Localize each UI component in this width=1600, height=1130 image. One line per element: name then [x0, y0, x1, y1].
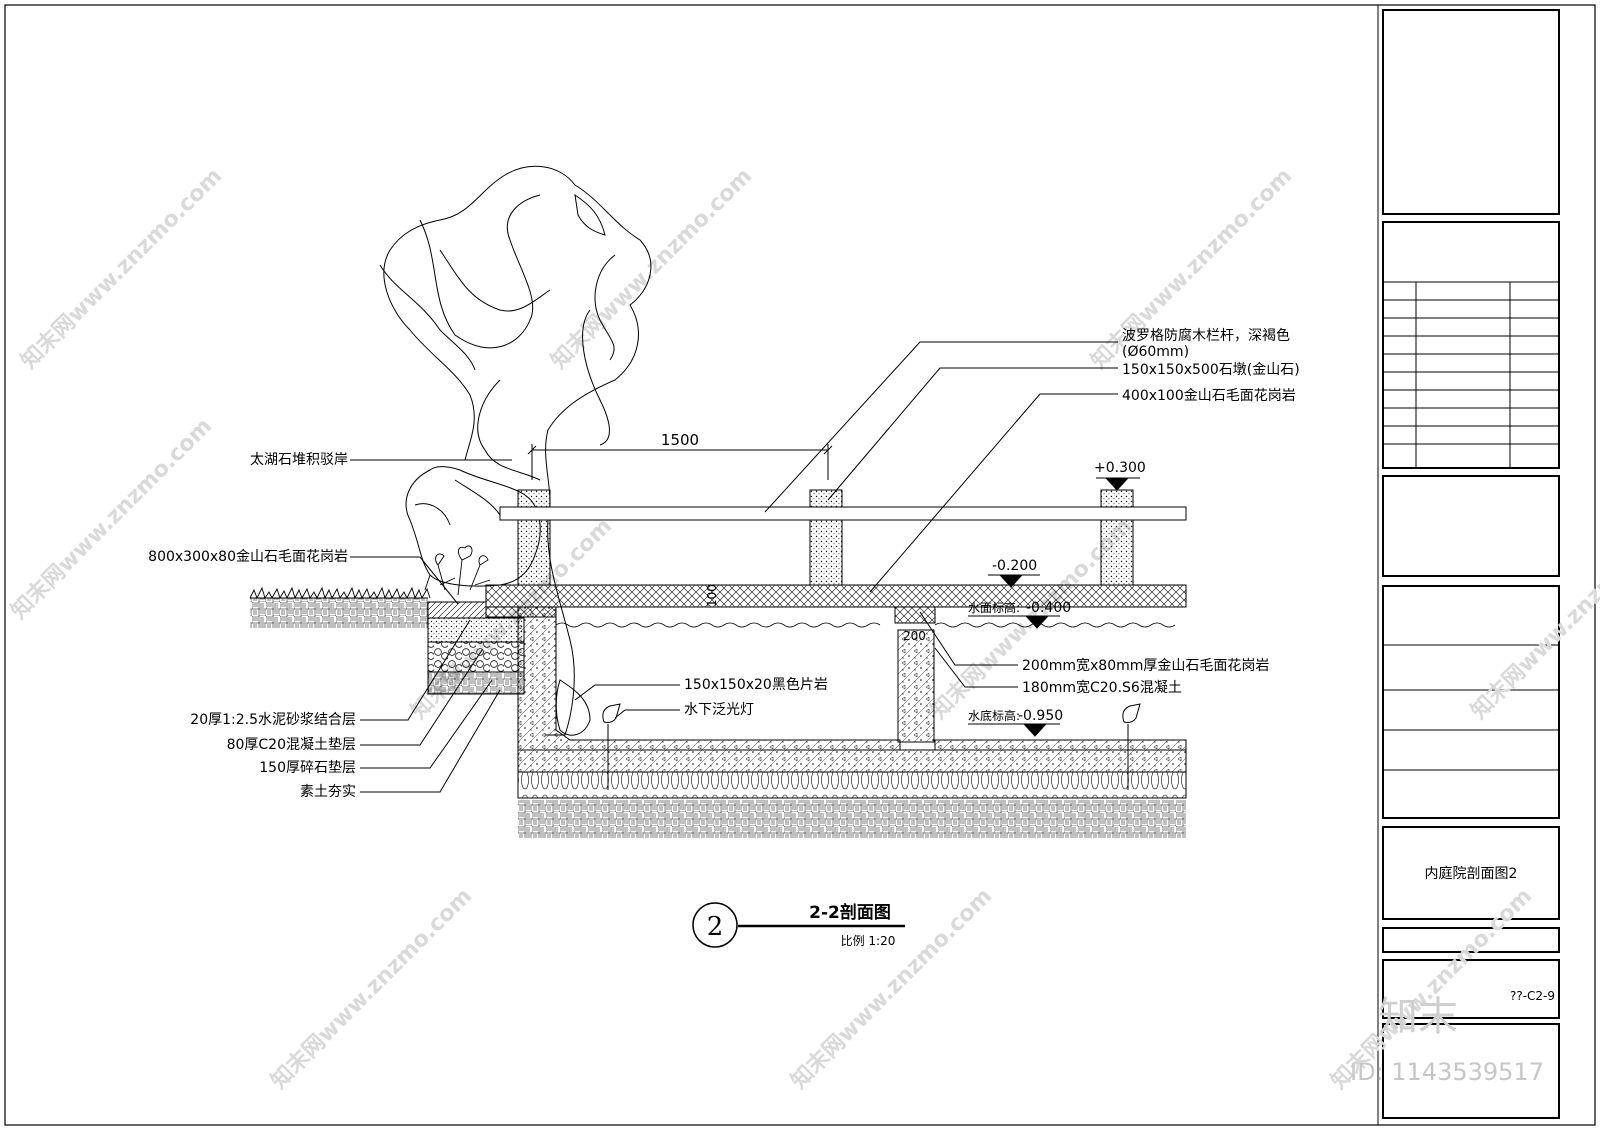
drawing-number: ??-C2-9 — [1510, 989, 1555, 1003]
pebble-layer — [517, 771, 1187, 799]
elev-deck: -0.200 — [992, 558, 1037, 574]
bottom-level: -0.950 — [1018, 708, 1063, 724]
title-block — [1382, 9, 1560, 1119]
brand-watermark: 知末 — [1378, 994, 1458, 1040]
watermark-layer: 知末网www.znzmo.com 知末网www.znzmo.com 知末网www… — [6, 163, 1600, 1094]
stone-piers — [517, 489, 1134, 586]
label-deck-granite: 400x100金山石毛面花岗岩 — [1122, 388, 1296, 404]
label-wall-concrete: 180mm宽C20.S6混凝土 — [1022, 679, 1182, 696]
label-handrail-dia: (Ø60mm) — [1122, 344, 1189, 360]
label-edge-granite: 800x300x80金山石毛面花岗岩 — [148, 549, 348, 565]
label-soil: 素土夯实 — [300, 784, 356, 800]
label-handrail: 波罗格防腐木栏杆，深褐色 — [1122, 327, 1290, 344]
deck-slab — [485, 584, 1187, 608]
compacted-soil — [518, 800, 1186, 838]
label-wall-cap: 200mm宽x80mm厚金山石毛面花岗岩 — [1022, 657, 1269, 674]
ground-left — [250, 598, 428, 628]
bottom-level-label: 水底标高: — [968, 708, 1020, 723]
title-block-table — [1383, 281, 1559, 771]
section-name: 2-2剖面图 — [809, 902, 891, 923]
dim-wall-width: 200 — [903, 629, 926, 643]
id-watermark: ID: 1143539517 — [1350, 1058, 1544, 1086]
handrail — [499, 506, 1187, 521]
svg-text:知末网www.znzmo.com: 知末网www.znzmo.com — [266, 883, 477, 1094]
leader-lines — [350, 341, 1118, 793]
water-surface — [555, 622, 1176, 628]
label-underwater-light: 水下泛光灯 — [684, 702, 754, 718]
svg-text:知末网www.znzmo.com: 知末网www.znzmo.com — [546, 163, 757, 374]
label-stone-pier: 150x150x500石墩(金山石) — [1122, 362, 1300, 378]
label-concrete-base: 80厚C20混凝土垫层 — [227, 737, 356, 753]
section-title: 2 2-2剖面图 比例 1:20 — [692, 902, 905, 948]
label-black-slate: 150x150x20黑色片岩 — [684, 676, 828, 693]
dim-span: 1500 — [661, 431, 699, 449]
dim-deck-thickness: 100 — [705, 584, 719, 607]
annotations: 波罗格防腐木栏杆，深褐色 (Ø60mm) 150x150x500石墩(金山石) … — [148, 327, 1300, 800]
water-level-label: 水面标高: — [968, 600, 1020, 615]
drawing-name: 内庭院剖面图2 — [1425, 865, 1518, 882]
elev-top: +0.300 — [1094, 460, 1146, 476]
dimension-1500 — [527, 444, 833, 480]
elevation-markers — [968, 477, 1140, 737]
edge-layers — [427, 601, 525, 695]
section-scale: 比例 1:20 — [841, 934, 896, 948]
section-number: 2 — [707, 912, 724, 942]
svg-text:知末网www.znzmo.com: 知末网www.znzmo.com — [6, 413, 217, 624]
underwater-light — [602, 703, 1141, 790]
svg-text:知末网www.znzmo.com: 知末网www.znzmo.com — [1466, 513, 1600, 724]
water-level: -0.400 — [1026, 600, 1071, 616]
pool-floor-right — [934, 739, 1187, 751]
label-taihu-rock: 太湖石堆积驳岸 — [250, 452, 348, 468]
label-mortar: 20厚1:2.5水泥砂浆结合层 — [190, 712, 356, 728]
svg-text:知末网www.znzmo.com: 知末网www.znzmo.com — [16, 163, 227, 374]
label-gravel: 150厚碎石垫层 — [259, 760, 356, 776]
middle-wall — [894, 606, 936, 743]
